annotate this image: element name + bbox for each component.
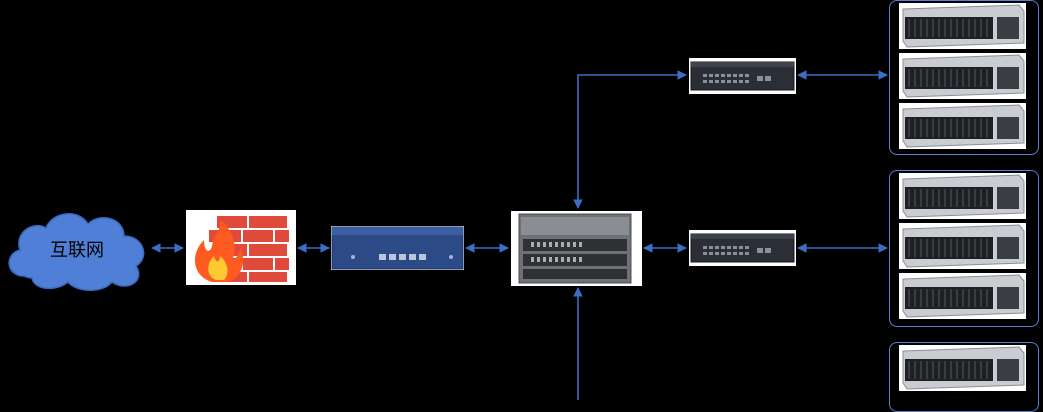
- router-icon: [331, 226, 464, 270]
- cloud-icon: [8, 213, 145, 291]
- internet-cloud: 互联网: [2, 206, 152, 291]
- rack-server-icon: [902, 346, 1025, 390]
- firewall-icon: [194, 214, 291, 284]
- server-group-1: [889, 0, 1039, 155]
- access-switch-icon: [690, 61, 795, 91]
- access-switch-2: [689, 230, 796, 266]
- rack-server-icon: [902, 54, 1025, 98]
- rack-server-icon: [902, 174, 1025, 218]
- cloud-label: 互联网: [50, 239, 104, 261]
- access-switch-1: [689, 58, 796, 94]
- rack-server-icon: [902, 274, 1025, 318]
- rack-server: [899, 273, 1026, 319]
- rack-server: [899, 53, 1026, 99]
- core-switch-icon: [518, 213, 632, 284]
- rack-server: [899, 3, 1026, 49]
- rack-server: [899, 345, 1026, 391]
- rack-server: [899, 173, 1026, 219]
- core-switch-node: [511, 211, 642, 286]
- rack-server: [899, 223, 1026, 269]
- link-core-switch1: [573, 70, 687, 209]
- rack-server-icon: [902, 104, 1025, 148]
- rack-server-icon: [902, 4, 1025, 48]
- router-node: [331, 226, 464, 270]
- rack-server: [899, 103, 1026, 149]
- firewall-node: [186, 210, 296, 285]
- access-switch-icon: [690, 233, 795, 263]
- rack-server-icon: [902, 224, 1025, 268]
- connection-lines: [151, 70, 888, 400]
- server-group-2: [889, 170, 1039, 327]
